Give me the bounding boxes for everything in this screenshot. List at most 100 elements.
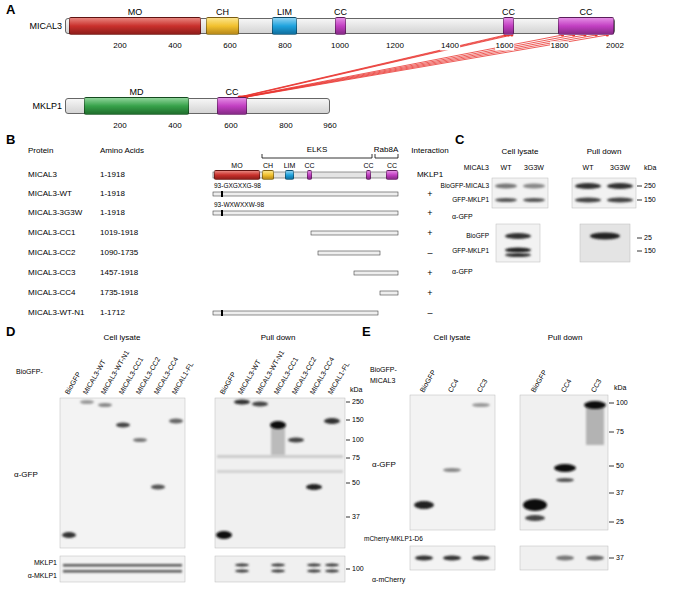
construct-bar <box>354 271 398 275</box>
figure-label: BioGFP-MICAL3 <box>441 182 489 189</box>
blot-band <box>306 484 322 490</box>
blot-band <box>443 468 461 472</box>
figure-label: MICAL3-CC2 <box>28 248 76 257</box>
figure-label: α-GFP <box>452 268 473 276</box>
figure-label: 3G3W <box>524 164 544 172</box>
background-band <box>217 470 343 473</box>
figure-label: 1-1918 <box>100 189 125 198</box>
figure-label: 1200 <box>385 41 405 50</box>
domain-label: CC <box>387 162 397 170</box>
domain-box: LIM <box>285 170 294 180</box>
figure-label: 75 <box>616 428 624 436</box>
figure-label: Cell lysate <box>434 333 471 342</box>
blot-band <box>307 564 321 567</box>
lane-label: BioGFP <box>419 369 438 394</box>
domain-box: CC <box>217 97 247 115</box>
construct-bar <box>318 251 380 255</box>
blot-membrane <box>215 556 345 582</box>
figure-label: + <box>427 228 432 238</box>
construct-bar <box>213 311 378 315</box>
panel-letter: E <box>362 325 371 340</box>
protein-name: MICAL3 <box>29 21 62 31</box>
figure-label: Rab8A <box>374 145 398 154</box>
lane-label: BioGFP <box>530 369 549 394</box>
figure-label: MICAL3 <box>28 170 57 179</box>
domain-label: CH <box>263 162 273 170</box>
blot-smear <box>586 405 604 445</box>
figure-label: + <box>427 189 432 199</box>
figure-label: MICAL3-WT <box>28 189 72 198</box>
blot-band <box>523 499 547 511</box>
blot-membrane <box>572 178 636 208</box>
blot-band <box>252 402 268 407</box>
blot-band <box>505 233 531 239</box>
figure-label: MICAL3-CC3 <box>28 268 76 277</box>
blot-membrane <box>410 395 495 530</box>
figure-label: BioGFP- <box>370 366 397 374</box>
blot-band <box>325 570 339 573</box>
domain-label: CH <box>216 7 229 17</box>
domain-box: CH <box>206 17 239 35</box>
blot-band <box>234 400 250 405</box>
blot-band <box>270 421 286 429</box>
blot-band <box>324 418 340 424</box>
protein-name: MKLP1 <box>32 101 62 111</box>
blot-band <box>443 556 461 561</box>
figure-label: WT <box>583 164 594 172</box>
protein-bar: MICAL3MOCHLIMCCCCCC <box>65 18 615 34</box>
construct-bar <box>213 211 398 215</box>
figure-label: – <box>427 308 432 318</box>
blot-band <box>554 464 576 472</box>
blot-band <box>472 403 490 407</box>
domain-box: CC <box>386 170 398 180</box>
figure-label: Protein <box>28 146 53 155</box>
figure-label: 800 <box>279 121 292 130</box>
figure-label: 25 <box>616 518 624 526</box>
domain-box: CC <box>307 170 312 180</box>
region-bracket <box>262 154 372 158</box>
panel-letter: B <box>6 133 15 148</box>
domain-box: MO <box>214 170 260 180</box>
figure-label: 37 <box>616 489 624 497</box>
blot-band <box>216 531 232 539</box>
figure-label: MICAL3 <box>370 377 395 385</box>
blot-band <box>523 184 545 189</box>
blot-band <box>607 198 633 203</box>
figure-label: 25 <box>644 234 652 242</box>
lane-label: CC3 <box>476 378 490 394</box>
figure-label: 600 <box>222 41 237 50</box>
figure-label: WT <box>501 164 512 172</box>
figure-label: α-MKLP1 <box>28 572 57 580</box>
blot-band <box>584 401 606 409</box>
blot-membrane <box>496 224 540 262</box>
motif-mark <box>221 210 223 216</box>
figure-label: 960 <box>323 121 336 130</box>
domain-label: CC <box>304 162 314 170</box>
figure-label: 3G3W <box>610 164 630 172</box>
panel-letter: C <box>455 133 464 148</box>
figure-label: 250 <box>352 398 364 406</box>
figure-label: MICAL3-CC1 <box>28 228 76 237</box>
domain-box: CC <box>558 17 614 35</box>
background-band <box>217 455 343 458</box>
domain-label: MD <box>130 87 144 97</box>
figure-label: 50 <box>616 462 624 470</box>
domain-label: CC <box>580 7 593 17</box>
figure-label: Pull down <box>261 333 296 342</box>
figure-label: 1-1918 <box>100 208 125 217</box>
figure-label: 1400 <box>440 41 460 50</box>
figure-label: MICAL3-3G3W <box>28 208 82 217</box>
blot-band <box>556 556 574 561</box>
domain-box: CC <box>335 17 346 35</box>
blot-band <box>151 485 165 490</box>
blot-band <box>495 198 517 202</box>
blot-band <box>307 570 321 573</box>
blot-membrane <box>60 556 185 582</box>
blot-smear <box>271 425 285 455</box>
figure-label: MKLP1 <box>34 559 57 567</box>
lane-label: BioGFP <box>219 371 238 396</box>
figure-label: 1457-1918 <box>100 268 138 277</box>
lane-label: CC4 <box>447 378 461 394</box>
figure-label: 93-GXGXXG-98 <box>214 182 261 189</box>
motif-mark <box>221 310 223 316</box>
